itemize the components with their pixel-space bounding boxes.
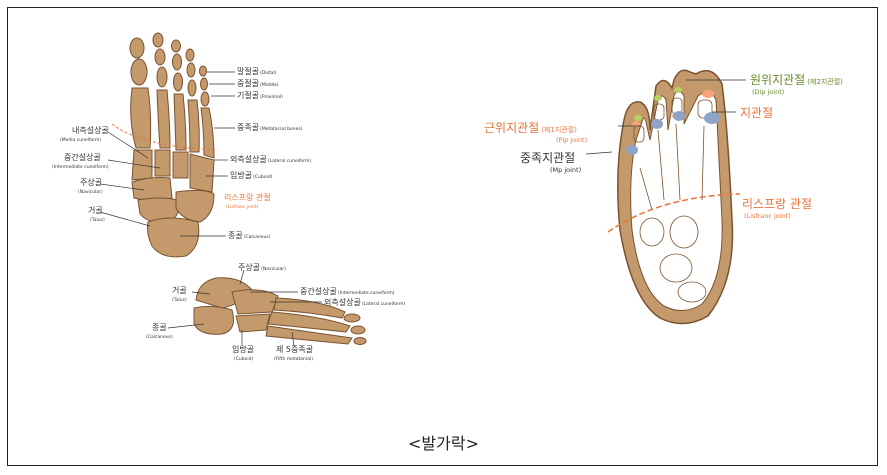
label-side-lateral-cuneiform: 외측설상골(Lateral cuneiform) [324,297,405,307]
label-ip-joint: 지관절 [740,106,773,120]
figure-caption: <발가락> [0,430,887,454]
label-pip-joint-en: (Pip joint) [556,136,587,144]
foot-dorsal-view [130,33,214,257]
label-medial-cuneiform: 내측설상골 [72,125,109,135]
label-lisfranc-en: (Lisfranc joint) [226,204,259,210]
label-pip-joint: 근위지관절(제1지관절) [484,121,577,135]
label-mp-joint: 중족지관절 [520,151,575,165]
label-side-cuboid: 입방골 [232,344,254,354]
label-medial-cuneiform-en: (Media cuneiform) [60,137,101,143]
label-side-fifth-metatarsal: 제 5중족골 [276,345,313,354]
label-distal: 말절골(Distal) [237,67,277,76]
label-proximal: 기절골(Proximal) [237,91,283,100]
label-side-intermediate-cuneiform: 중간설상골(Intermediate cuneiform) [300,286,395,296]
label-navicular-en: (Navicular) [78,189,103,195]
label-side-calcaneus: 종골 [152,323,167,332]
label-side-talus-en: (Talus) [172,297,187,303]
label-lisfranc-joint-en: (Lisfranc joint) [744,212,791,220]
label-mp-joint-en: (Mp joint) [550,166,581,174]
label-side-calcaneus-en: (Calcaneus) [146,334,173,340]
label-cuboid: 입방골(Cuboid) [230,170,273,180]
label-side-fifth-metatarsal-en: (Fifth metatarsal) [274,356,313,362]
foot-lateral-view [194,278,366,345]
label-metatarsal: 중족골(Metatarsal bones) [237,123,303,132]
foot-bone-area [631,91,723,311]
label-lisfranc: 리스프랑 관절 [224,192,271,202]
label-dip-joint-en: (Dip joint) [752,88,784,96]
foot-joint-diagram [608,70,740,323]
label-middle: 중절골(Middle) [237,79,279,88]
label-side-talus: 거골 [172,286,187,295]
label-talus-en: (Talus) [90,217,105,223]
label-navicular: 주상골 [80,177,102,187]
label-intermediate-cuneiform: 중간설상골 [64,152,101,162]
label-calcaneus: 종골(Calcaneus) [228,231,271,240]
label-talus: 거골 [88,206,103,215]
label-lateral-cuneiform: 외측설상골(Lateral cuneiform) [230,154,311,164]
label-intermediate-cuneiform-en: (Intermediate cuneiform) [52,164,109,170]
label-lisfranc-joint: 리스프랑 관절 [742,197,812,211]
label-side-navicular: 주상골(Navicular) [238,262,286,272]
label-side-cuboid-en: (Cuboid) [234,356,253,362]
label-dip-joint: 원위지관절(제2지관절) [750,73,843,87]
